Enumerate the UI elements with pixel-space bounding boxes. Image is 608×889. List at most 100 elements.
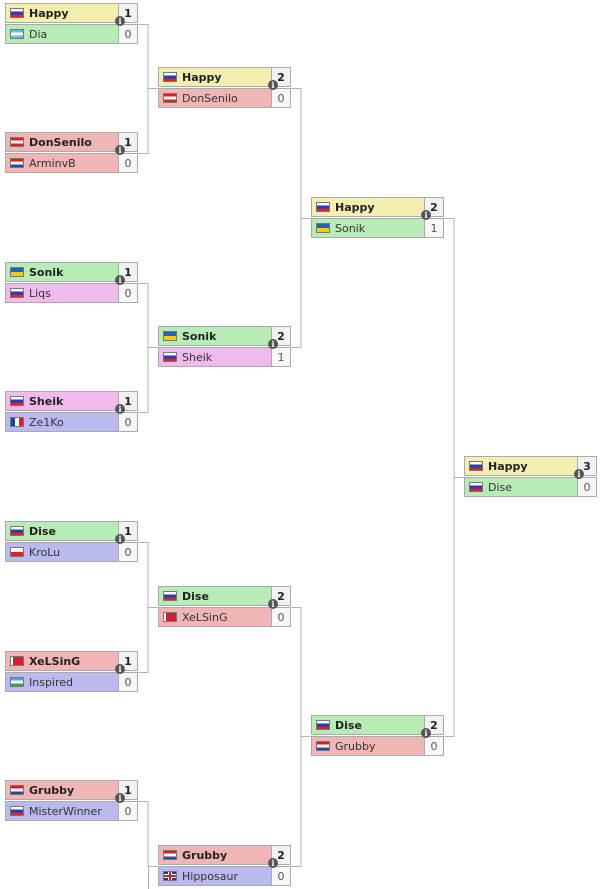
flag-ua-icon: [316, 223, 330, 233]
info-icon[interactable]: i: [115, 145, 125, 155]
player-score: 0: [424, 737, 443, 755]
player-score: 0: [118, 413, 137, 431]
info-icon[interactable]: i: [115, 275, 125, 285]
player-name[interactable]: XeLSinG: [29, 654, 81, 668]
flag-uz-icon: [10, 677, 24, 687]
player-name[interactable]: Sheik: [29, 394, 64, 408]
bracket-connector: [148, 866, 158, 889]
player-score: 0: [118, 543, 137, 561]
player-row[interactable]: Dia 0: [5, 24, 138, 44]
info-icon[interactable]: i: [574, 469, 584, 479]
player-name[interactable]: XeLSinG: [182, 610, 228, 624]
player-score: 1: [424, 219, 443, 237]
bracket-connector: [138, 283, 158, 348]
player-score: 0: [271, 89, 290, 107]
bracket-connector: [291, 736, 311, 867]
player-name[interactable]: Hipposaur: [182, 869, 238, 883]
flag-ua-icon: [10, 267, 24, 277]
player-name[interactable]: Dia: [29, 27, 48, 41]
player-name[interactable]: Sonik: [182, 329, 217, 343]
player-row[interactable]: Ze1Ko 0: [5, 412, 138, 432]
player-name[interactable]: Ze1Ko: [29, 415, 64, 429]
player-name[interactable]: DonSenilo: [29, 135, 92, 149]
player-name[interactable]: Happy: [182, 70, 222, 84]
bracket-connector: [138, 347, 158, 413]
player-name[interactable]: Dise: [29, 524, 56, 538]
player-name[interactable]: Inspired: [29, 675, 74, 689]
flag-ru-icon: [163, 72, 177, 82]
player-score: 0: [118, 25, 137, 43]
flag-ru-icon: [316, 720, 330, 730]
player-name[interactable]: Sheik: [182, 350, 213, 364]
player-name[interactable]: Dise: [182, 589, 209, 603]
player-row[interactable]: KroLu 0: [5, 542, 138, 562]
player-row[interactable]: Liqs 0: [5, 283, 138, 303]
player-name[interactable]: Happy: [488, 459, 528, 473]
player-row[interactable]: ArminvB 0: [5, 153, 138, 173]
player-name[interactable]: Sonik: [335, 221, 366, 235]
info-icon[interactable]: i: [268, 80, 278, 90]
flag-ru-icon: [10, 396, 24, 406]
player-name[interactable]: ArminvB: [29, 156, 76, 170]
player-name[interactable]: Grubby: [335, 739, 376, 753]
flag-gb-icon: [163, 871, 177, 881]
player-score: 0: [271, 608, 290, 626]
player-score: 0: [118, 154, 137, 172]
player-row[interactable]: XeLSinG 0: [158, 607, 291, 627]
info-icon[interactable]: i: [115, 664, 125, 674]
player-name[interactable]: Happy: [335, 200, 375, 214]
player-name[interactable]: Liqs: [29, 286, 51, 300]
player-name[interactable]: Dise: [335, 718, 362, 732]
info-icon[interactable]: i: [115, 16, 125, 26]
info-icon[interactable]: i: [268, 599, 278, 609]
player-row[interactable]: Sonik 1: [311, 218, 444, 238]
player-name[interactable]: Grubby: [182, 848, 228, 862]
player-row[interactable]: Grubby 0: [311, 736, 444, 756]
info-icon[interactable]: i: [421, 210, 431, 220]
bracket-connector: [291, 218, 311, 348]
player-name[interactable]: Sonik: [29, 265, 64, 279]
player-score: 0: [118, 284, 137, 302]
flag-by-icon: [163, 612, 177, 622]
flag-ar-icon: [10, 29, 24, 39]
player-row[interactable]: DonSenilo 0: [158, 88, 291, 108]
player-name[interactable]: DonSenilo: [182, 91, 238, 105]
bracket-connector: [444, 477, 464, 737]
info-icon[interactable]: i: [115, 404, 125, 414]
flag-at-icon: [10, 137, 24, 147]
info-icon[interactable]: i: [421, 728, 431, 738]
player-name[interactable]: Happy: [29, 6, 69, 20]
info-icon[interactable]: i: [115, 793, 125, 803]
flag-by-icon: [10, 656, 24, 666]
info-icon[interactable]: i: [115, 534, 125, 544]
info-icon[interactable]: i: [268, 858, 278, 868]
player-name[interactable]: Dise: [488, 480, 513, 494]
player-name[interactable]: Grubby: [29, 783, 75, 797]
bracket-connector: [444, 218, 464, 478]
info-icon[interactable]: i: [268, 339, 278, 349]
player-name[interactable]: KroLu: [29, 545, 61, 559]
flag-nl-icon: [163, 850, 177, 860]
player-name[interactable]: MisterWinner: [29, 804, 102, 818]
